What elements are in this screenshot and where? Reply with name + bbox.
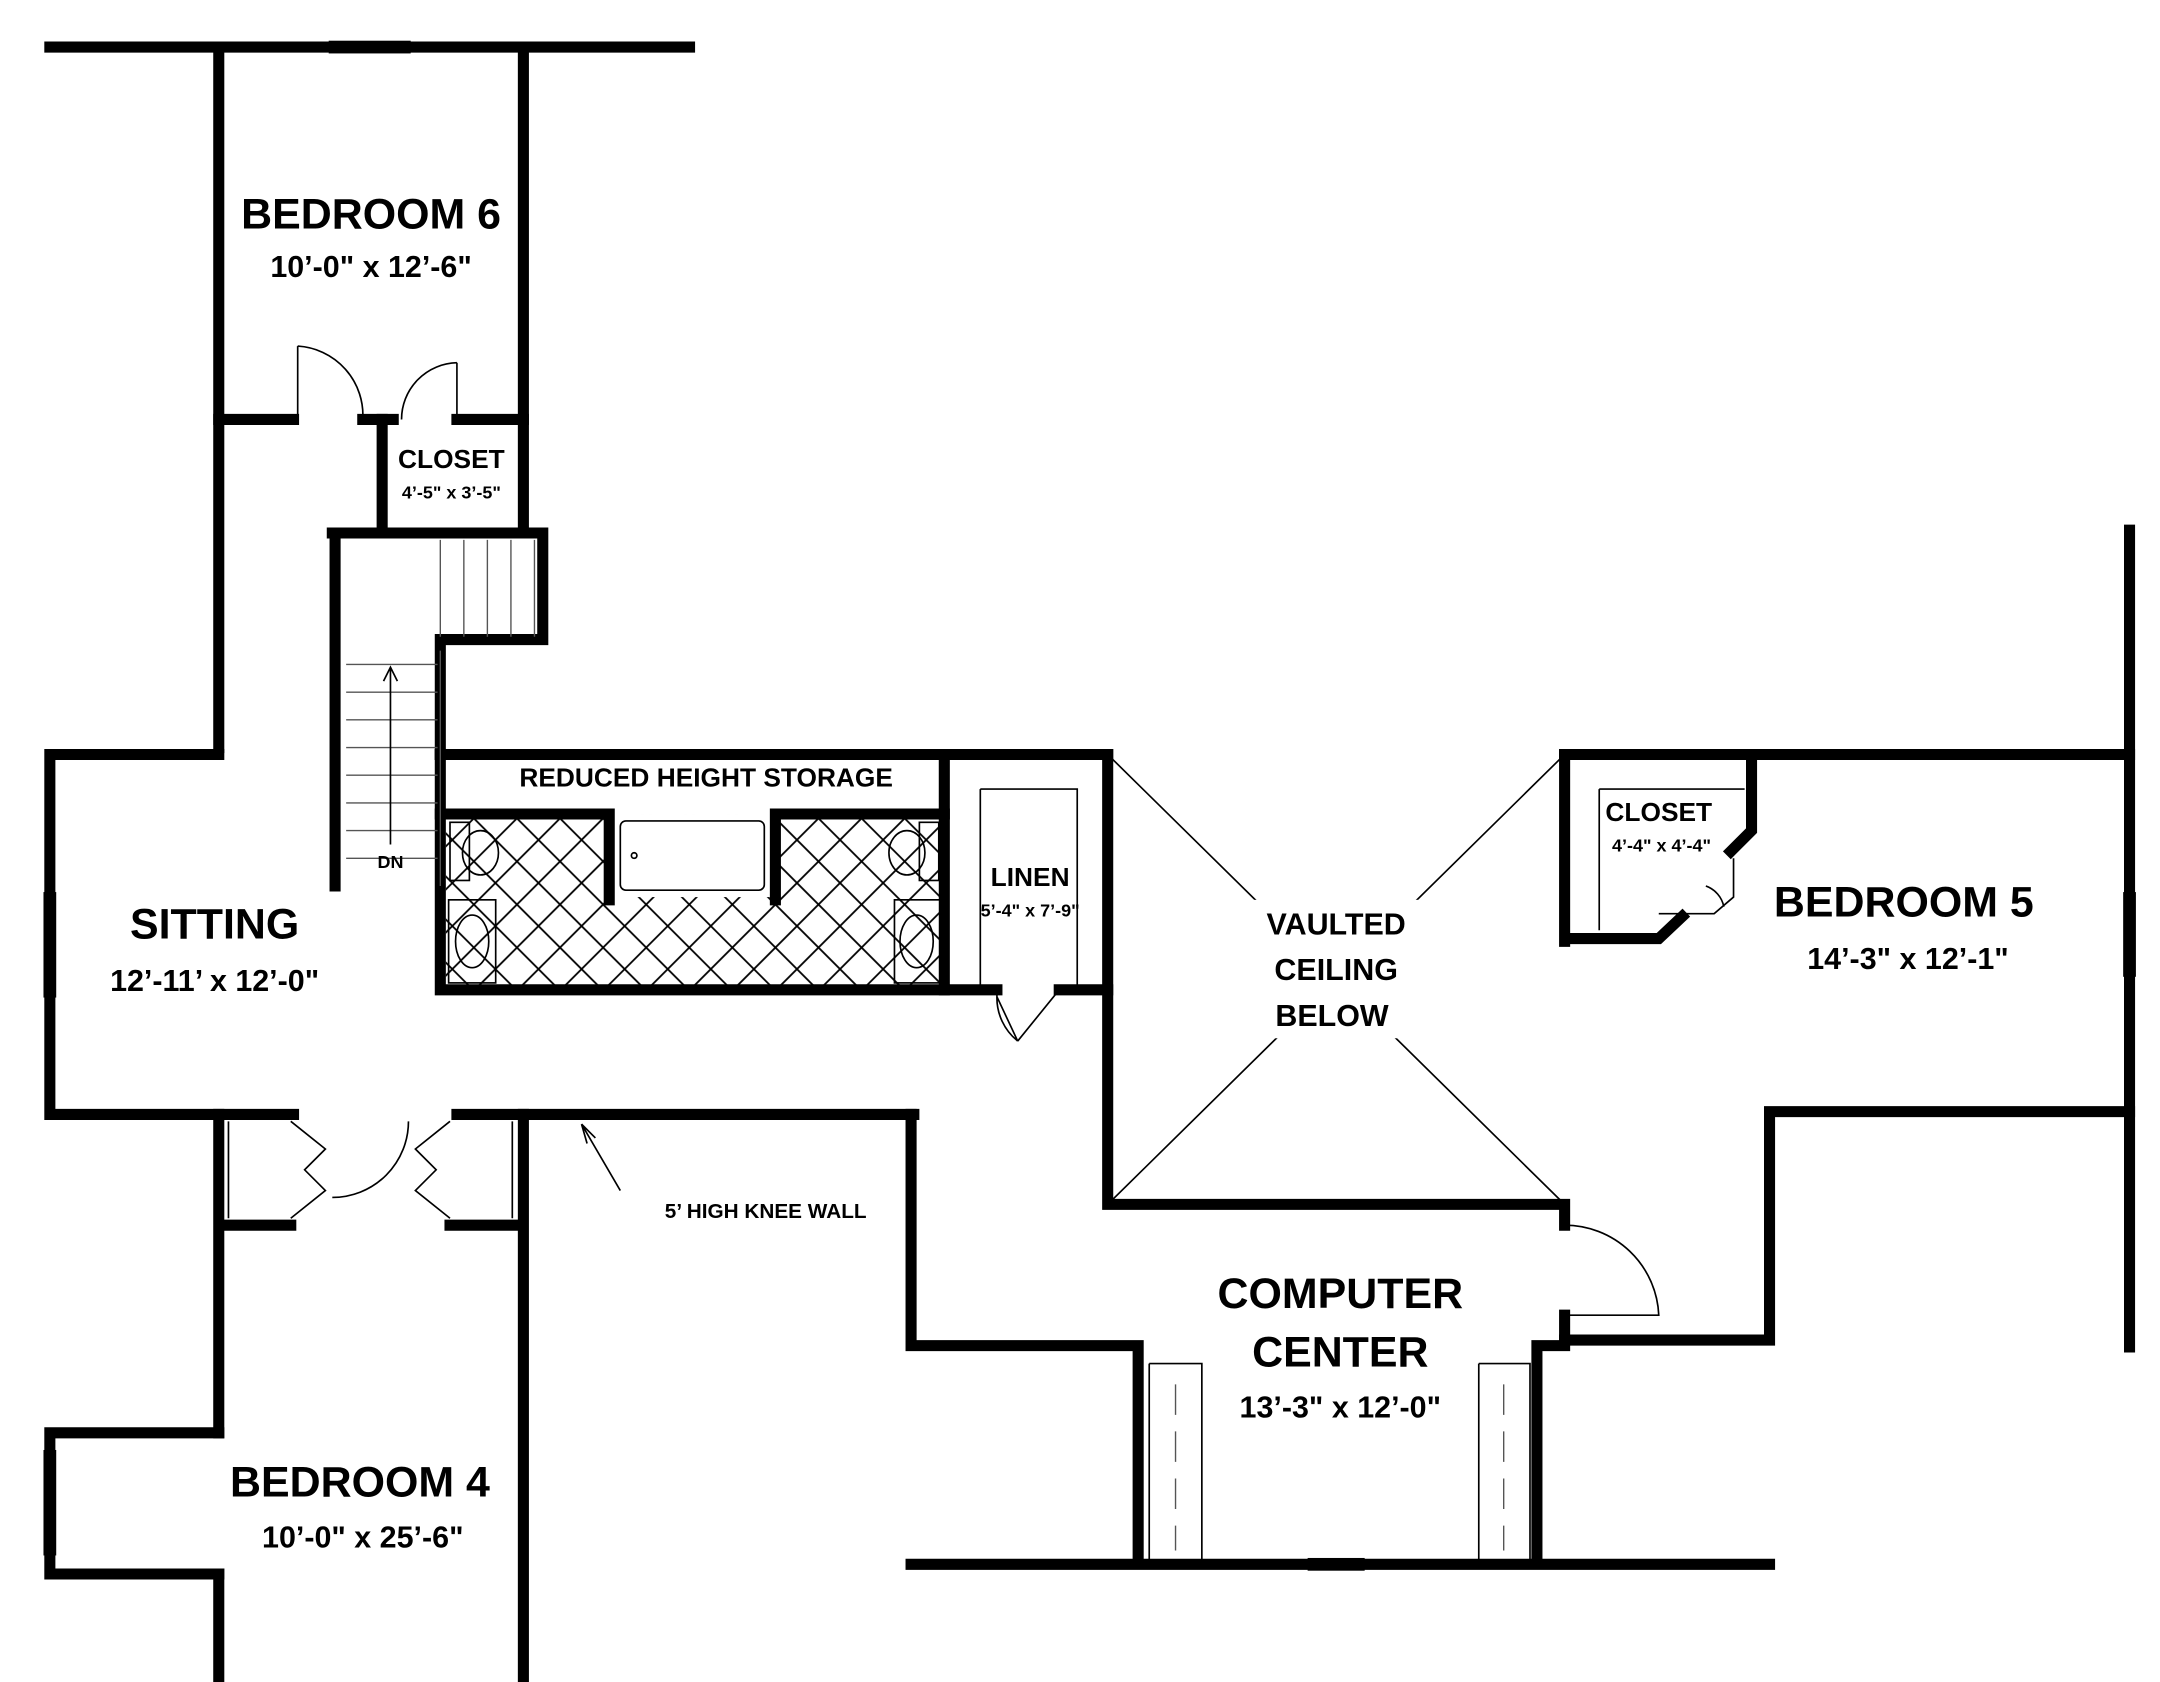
bedroom5-label: BEDROOM 5	[1774, 878, 2034, 926]
sitting-label: SITTING	[130, 901, 299, 949]
knee-wall-label: 5’ HIGH KNEE WALL	[665, 1200, 867, 1223]
storage-label: REDUCED HEIGHT STORAGE	[519, 762, 893, 792]
linen-size: 5’-4" x 7’-9"	[981, 900, 1080, 920]
closet5-label: CLOSET	[1605, 797, 1712, 827]
computer-size: 13’-3" x 12’-0"	[1240, 1391, 1441, 1425]
bedroom6-size: 10’-0" x 12’-6"	[270, 250, 471, 284]
vaulted-label-2: CEILING	[1274, 953, 1397, 987]
linen-label: LINEN	[991, 862, 1070, 892]
bedroom6-label: BEDROOM 6	[241, 190, 501, 238]
bedroom4-size: 10’-0" x 25’-6"	[262, 1521, 463, 1555]
stairs-dn-label: DN	[377, 852, 403, 872]
bedroom4-label: BEDROOM 4	[230, 1458, 490, 1506]
bedroom5-size: 14’-3" x 12’-1"	[1807, 942, 2008, 976]
bathroom-tile-floor	[445, 814, 945, 988]
closet6-size: 4’-5" x 3’-5"	[402, 482, 501, 502]
closet6-label: CLOSET	[398, 444, 505, 474]
computer-label-2: CENTER	[1252, 1328, 1428, 1376]
sitting-size: 12’-11’ x 12’-0"	[110, 964, 319, 998]
vaulted-label-1: VAULTED	[1267, 907, 1406, 941]
closet5-size: 4’-4" x 4’-4"	[1612, 835, 1711, 855]
vaulted-label-3: BELOW	[1275, 999, 1389, 1033]
computer-label-1: COMPUTER	[1218, 1270, 1464, 1318]
walls	[44, 41, 2136, 1682]
